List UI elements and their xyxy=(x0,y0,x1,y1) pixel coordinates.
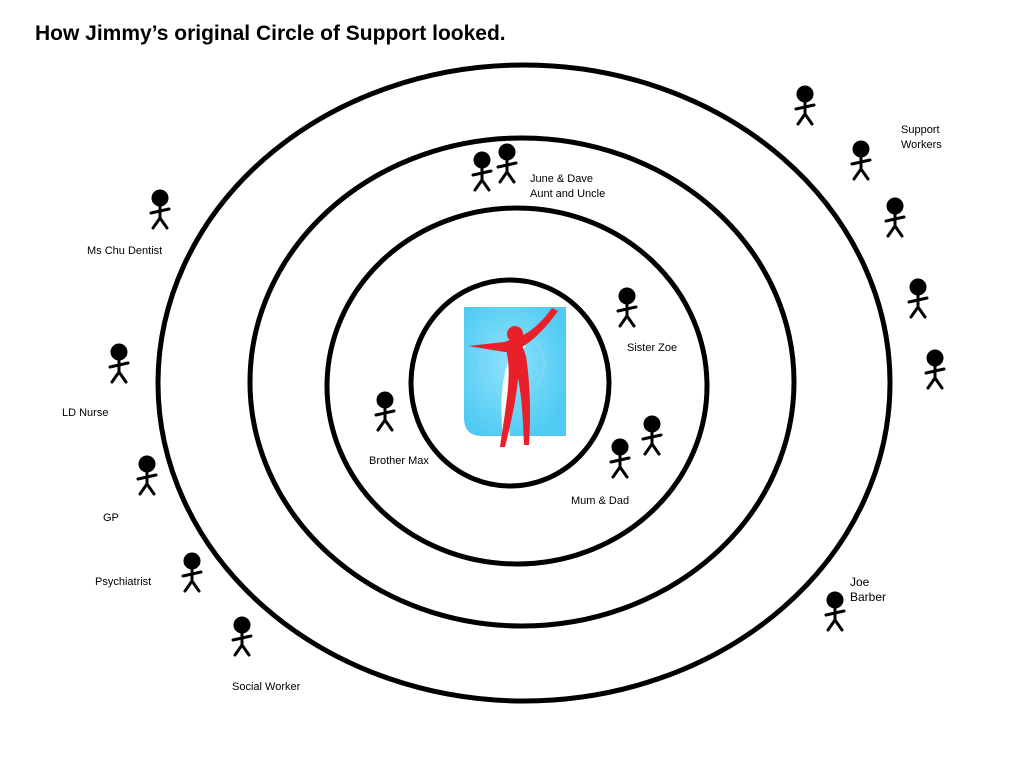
ring-third xyxy=(247,135,797,629)
stick-figure-icon xyxy=(108,343,130,384)
stick-figure-icon xyxy=(149,189,171,230)
stick-figure-icon xyxy=(824,591,846,632)
stick-figure-icon xyxy=(471,151,493,192)
stick-figure-icon xyxy=(884,197,906,238)
ring-inner xyxy=(408,277,612,489)
person-reaching-icon xyxy=(464,307,566,447)
label-workers: Workers xyxy=(901,139,942,151)
label-social-worker: Social Worker xyxy=(232,681,301,693)
stick-figure-icon xyxy=(794,85,816,126)
label-brother-max: Brother Max xyxy=(369,455,429,467)
label-aunt-and-uncle: Aunt and Uncle xyxy=(530,188,606,200)
label-june-dave: June & Dave xyxy=(530,173,593,185)
stick-figure-icon xyxy=(231,616,253,657)
stick-figures xyxy=(108,85,946,657)
page-title: How Jimmy’s original Circle of Support l… xyxy=(35,22,506,45)
label-ld-nurse: LD Nurse xyxy=(62,407,109,419)
label-barber: Barber xyxy=(850,590,887,604)
stick-figure-icon xyxy=(496,143,518,184)
label-gp: GP xyxy=(103,512,119,524)
stick-figure-icon xyxy=(907,278,929,319)
stick-figure-icon xyxy=(374,391,396,432)
stick-figure-icon xyxy=(181,552,203,593)
ring-second xyxy=(324,205,710,567)
ring-outer xyxy=(155,62,893,704)
label-support: Support xyxy=(901,124,940,136)
stick-figure-icon xyxy=(609,438,631,479)
label-psychiatrist: Psychiatrist xyxy=(95,576,152,588)
label-sister-zoe: Sister Zoe xyxy=(627,342,678,354)
stick-figure-icon xyxy=(641,415,663,456)
stick-figure-icon xyxy=(616,287,638,328)
label-ms-chu-dentist: Ms Chu Dentist xyxy=(87,245,163,257)
rings xyxy=(155,62,893,704)
stick-figure-icon xyxy=(136,455,158,496)
label-mum-dad: Mum & Dad xyxy=(571,495,630,507)
stick-figure-icon xyxy=(850,140,872,181)
stick-figure-icon xyxy=(924,349,946,390)
label-joe: Joe xyxy=(850,575,870,589)
